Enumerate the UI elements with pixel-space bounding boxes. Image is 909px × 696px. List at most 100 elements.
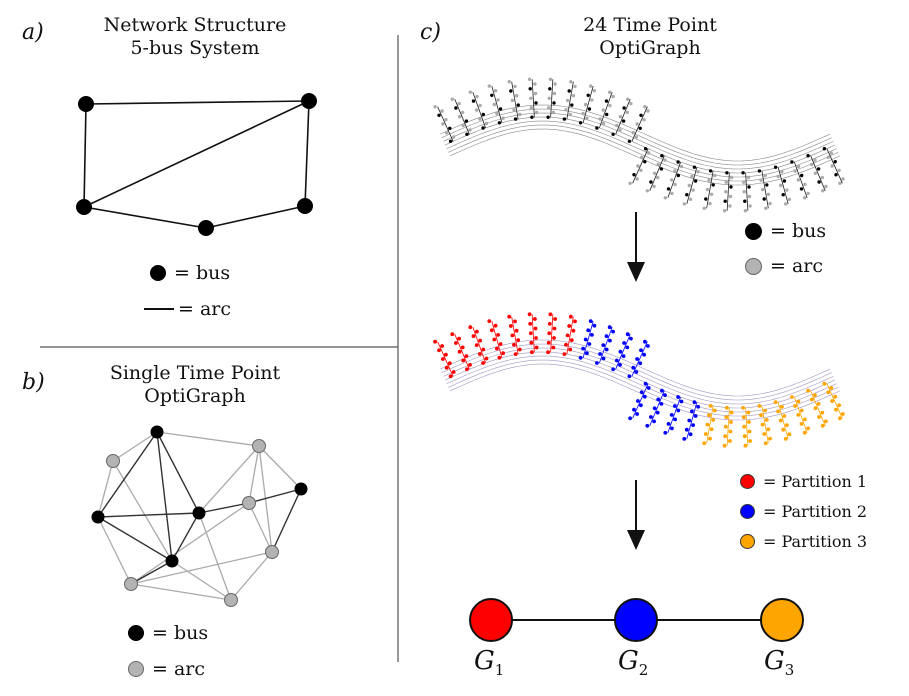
time-spike <box>793 396 808 433</box>
graph-node <box>642 118 646 122</box>
graph-node <box>709 192 714 196</box>
bus-node <box>150 425 164 439</box>
graph-node <box>516 103 520 107</box>
graph-node <box>687 183 691 188</box>
graph-node <box>762 197 766 201</box>
arc-icon <box>745 257 762 275</box>
time-spike <box>745 407 749 446</box>
time-spike <box>598 327 613 364</box>
time-spike <box>726 407 730 446</box>
graph-node <box>534 101 538 105</box>
graph-node <box>790 160 794 164</box>
bus-node <box>76 199 92 215</box>
partition-node <box>457 349 462 354</box>
graph-node <box>618 128 622 132</box>
time-spike <box>615 334 631 370</box>
panel-b-title-line2: OptiGraph <box>144 385 246 407</box>
partition-node <box>444 365 449 370</box>
partition-node <box>465 367 469 372</box>
partition-node <box>764 418 769 422</box>
graph-node <box>527 77 532 82</box>
partition-node <box>748 439 752 443</box>
graph-node <box>629 101 633 106</box>
graph-node <box>779 183 783 188</box>
graph-node <box>757 169 762 173</box>
partition-node <box>552 336 556 340</box>
partition-node <box>790 395 794 399</box>
partition-node <box>742 434 747 439</box>
graph-node <box>448 139 453 143</box>
graph-node <box>547 106 551 110</box>
graph-node <box>806 191 810 196</box>
graph-node <box>652 171 657 175</box>
graph-node <box>493 89 498 93</box>
graph-node <box>626 97 630 101</box>
partition-node <box>776 409 780 414</box>
graph-node <box>448 126 452 130</box>
bus-node <box>192 506 206 520</box>
partition-node <box>625 332 630 337</box>
graph-node <box>834 173 838 177</box>
partition-node <box>585 351 589 356</box>
time-spike <box>454 99 470 135</box>
graph-node <box>708 201 712 206</box>
partition-node <box>820 423 825 428</box>
partition-node <box>636 399 640 403</box>
panel-c-title-line1: 24 Time Point <box>583 14 717 36</box>
graph-node <box>803 182 807 187</box>
graph-node <box>676 160 680 164</box>
partition-1-legend: = Partition 1 <box>740 472 867 491</box>
partition-node <box>587 342 592 346</box>
partition-node <box>460 345 465 350</box>
graph-node <box>548 77 553 82</box>
partition-node <box>759 413 763 418</box>
partition-node <box>803 417 807 422</box>
partition-node <box>690 409 694 414</box>
partition-node <box>495 346 499 351</box>
graph-node <box>490 93 494 98</box>
graph-node <box>592 89 597 93</box>
graph-node <box>781 193 785 197</box>
partition-node <box>742 424 747 429</box>
legend-bus-text: = bus <box>152 622 209 644</box>
subgraph-node-3 <box>760 598 804 642</box>
partition-node <box>451 370 456 374</box>
graph-node <box>628 181 632 185</box>
graph-node <box>586 93 590 98</box>
partition-1-icon <box>740 474 755 489</box>
optigraph-24-time-points <box>433 77 845 213</box>
partition-node <box>444 352 448 357</box>
graph-node <box>595 126 599 130</box>
time-spike <box>472 327 487 364</box>
partition-node <box>711 418 716 422</box>
graph-node <box>622 106 626 110</box>
graph-node <box>639 168 643 172</box>
graph-node <box>547 96 551 101</box>
graph-node <box>685 193 689 197</box>
graph-node <box>806 154 810 158</box>
partition-node <box>601 356 606 361</box>
partition-node <box>705 422 710 427</box>
link-line <box>446 355 837 413</box>
graph-node <box>611 94 615 99</box>
partition-node <box>816 402 821 406</box>
partition-node <box>528 331 533 336</box>
time-spike <box>491 86 503 123</box>
bus-icon <box>128 625 144 641</box>
partition-node <box>510 333 515 338</box>
partition-node <box>663 430 668 435</box>
graph-node <box>533 82 537 86</box>
graph-node <box>475 108 479 112</box>
subgraph-node-1 <box>469 598 513 642</box>
partition-node <box>639 390 644 395</box>
bus-node <box>294 482 308 496</box>
graph-node <box>605 112 609 117</box>
graph-node <box>552 101 556 105</box>
partition-node <box>692 400 697 405</box>
subgraph-name: G <box>618 646 639 676</box>
time-spike <box>631 341 648 377</box>
graph-node <box>454 106 458 110</box>
partition-node <box>824 419 828 424</box>
graph-node <box>816 167 821 171</box>
